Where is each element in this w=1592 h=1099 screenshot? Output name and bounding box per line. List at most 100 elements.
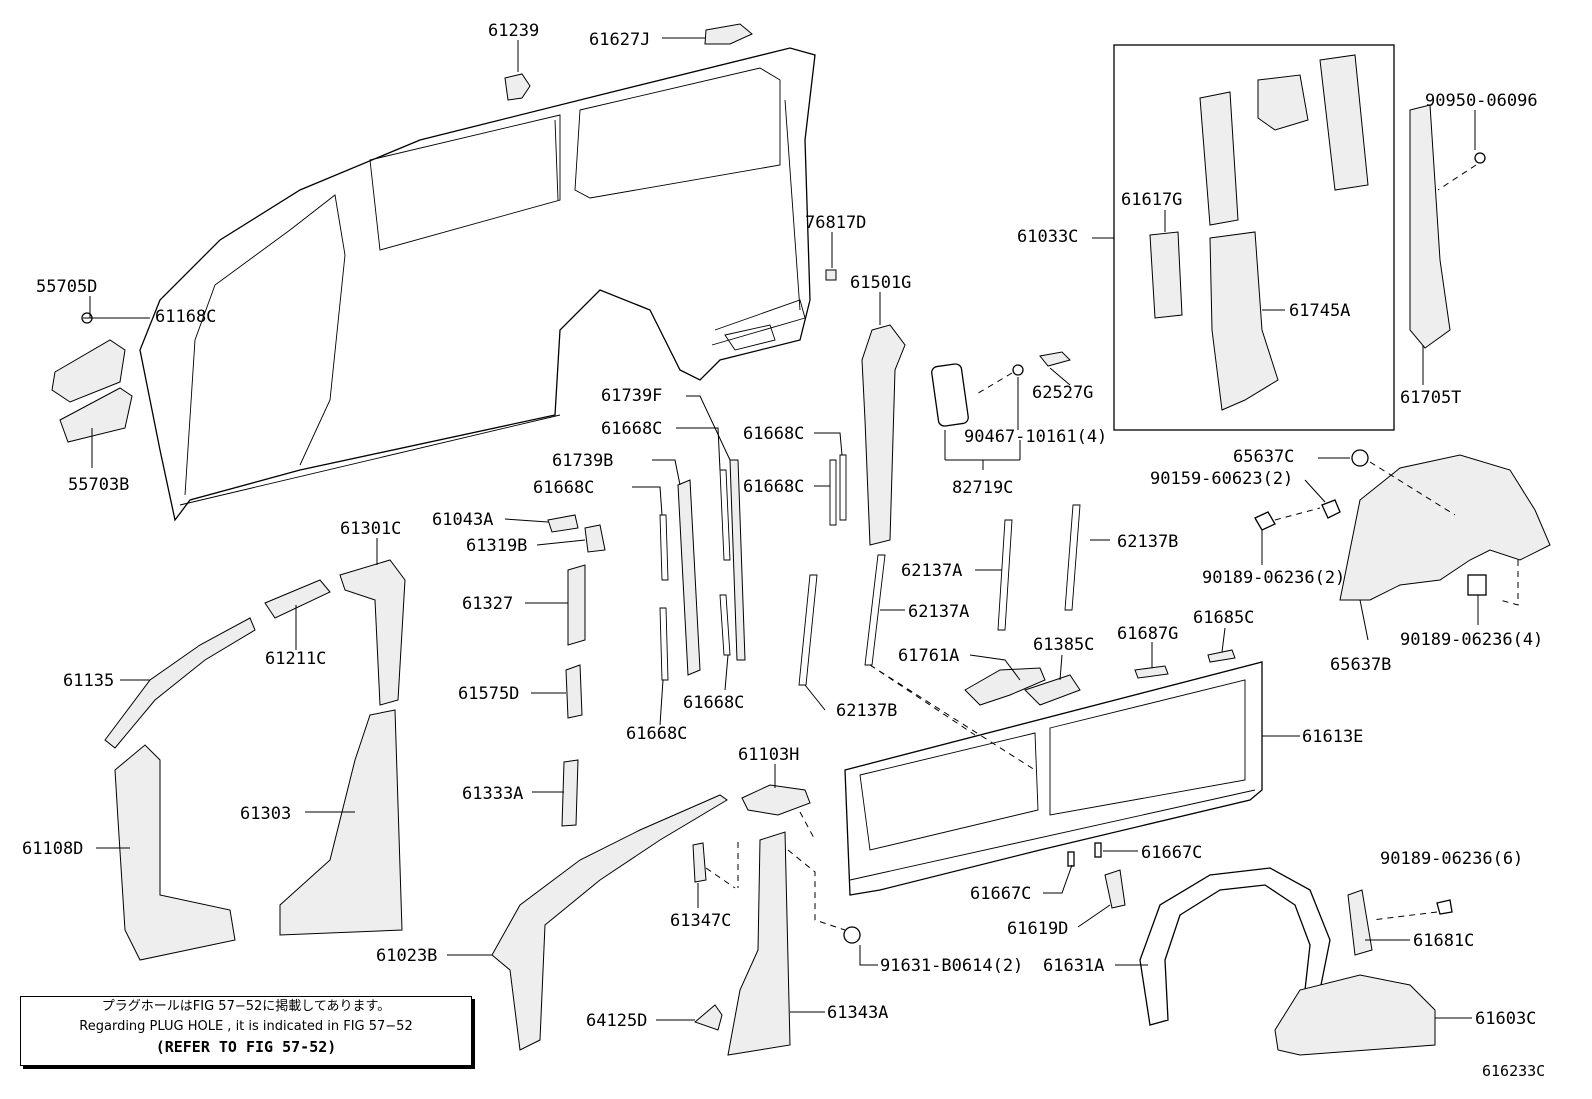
part-90467-shape [1012, 364, 1024, 376]
lead-90189a-dash [1274, 507, 1321, 521]
label-62137B-1: 62137B [1117, 532, 1178, 552]
label-61668C-4: 61668C [743, 477, 804, 497]
part-61301C-shape [339, 559, 406, 706]
label-61617G: 61617G [1121, 190, 1182, 210]
label-61668C-5: 61668C [683, 693, 744, 713]
part-55705D-shape [51, 339, 126, 403]
lead-90189c-dash [1371, 911, 1438, 921]
part-61685C-shape [1207, 649, 1236, 663]
part-61327-shape [567, 564, 586, 646]
part-61667C-2-shape [1067, 851, 1075, 867]
label-61033C: 61033C [1017, 227, 1078, 247]
label-91631: 91631-B0614(2) [880, 956, 1023, 976]
lead-65637C-dash [1369, 461, 1456, 516]
label-61327: 61327 [462, 594, 513, 614]
label-61023B: 61023B [376, 946, 437, 966]
label-61501G: 61501G [850, 273, 911, 293]
part-61103H-shape [741, 784, 811, 816]
label-61168C: 61168C [155, 307, 216, 327]
lead-91631-dash [787, 849, 846, 931]
part-61319B-shape [584, 524, 606, 553]
label-90950: 90950-06096 [1425, 91, 1538, 111]
part-62527G-shape [1039, 351, 1071, 367]
part-61668C-1-shape [719, 469, 731, 561]
part-61603C-shape [1274, 974, 1436, 1056]
label-61685C: 61685C [1193, 608, 1254, 628]
lead-61103H-dash [799, 811, 816, 841]
label-61043A: 61043A [432, 510, 493, 530]
label-61739B: 61739B [552, 451, 613, 471]
part-labels: 61239 61627J 55705D 61168C 55703B 76817D… [22, 21, 1543, 1031]
label-90189c: 90189-06236(6) [1380, 849, 1523, 869]
label-61705T: 61705T [1400, 388, 1461, 408]
part-61739B-shape [677, 479, 701, 676]
part-61043A-shape [547, 514, 579, 533]
label-61347C: 61347C [670, 911, 731, 931]
part-61668C-6-shape [659, 607, 669, 681]
part-61613E-shape [844, 661, 1263, 896]
label-61668C-6: 61668C [626, 724, 687, 744]
part-65637C-shape [1351, 449, 1369, 467]
part-90189b-shape [1467, 574, 1487, 596]
label-61687G: 61687G [1117, 624, 1178, 644]
part-61211C-shape [264, 579, 331, 619]
part-61668C-2-shape [659, 514, 669, 581]
part-82719C-shape [931, 363, 969, 427]
label-61211C: 61211C [265, 649, 326, 669]
figure-code: 616233C [1482, 1062, 1546, 1080]
part-61668C-5-shape [719, 594, 731, 656]
label-61667C-2: 61667C [970, 884, 1031, 904]
part-90159-shape [1321, 499, 1341, 519]
label-65637C: 65637C [1233, 447, 1294, 467]
lead-90950 [1437, 164, 1477, 191]
part-55703B-shape [59, 387, 133, 443]
label-82719C: 82719C [952, 478, 1013, 498]
leader-lines [83, 37, 1479, 1021]
part-62137B-2-shape [798, 574, 818, 686]
label-61575D: 61575D [458, 684, 519, 704]
part-62137B-1-shape [1064, 504, 1081, 611]
inset-part-b [1257, 74, 1309, 131]
part-61619D-shape [1104, 869, 1126, 909]
part-62137A-1-shape [997, 519, 1013, 631]
label-90189b: 90189-06236(4) [1400, 630, 1543, 650]
part-90189c-shape [1436, 899, 1453, 915]
part-61333A-shape [561, 759, 579, 827]
plug-hole-note: プラグホールはFIG 57−52に掲載してあります。 Regarding PLU… [20, 996, 472, 1066]
label-61333A: 61333A [462, 784, 523, 804]
label-61239: 61239 [488, 21, 539, 41]
label-61739F: 61739F [601, 386, 662, 406]
part-61668C-4-shape [829, 459, 837, 526]
label-65637B: 65637B [1330, 655, 1391, 675]
part-64125D-shape [694, 1004, 723, 1031]
part-61303-shape [279, 709, 403, 936]
label-61343A: 61343A [827, 1003, 888, 1023]
part-61108D-shape [114, 744, 236, 961]
label-61301C: 61301C [340, 519, 401, 539]
label-61303: 61303 [240, 804, 291, 824]
part-61343A-shape [727, 831, 791, 1056]
lead-90189b-dash [1499, 560, 1519, 606]
part-90950-shape [1474, 152, 1486, 164]
part-61739F-shape [729, 459, 746, 661]
note-reference: (REFER TO FIG 57-52) [155, 1038, 337, 1056]
part-61575D-shape [565, 664, 583, 719]
lead-82719C [944, 430, 1021, 470]
label-55703B: 55703B [68, 475, 129, 495]
inset-part-a [1199, 91, 1239, 226]
inset-part-c [1319, 54, 1369, 191]
label-61681C: 61681C [1413, 931, 1474, 951]
label-62137A-2: 62137A [908, 602, 969, 622]
label-61668C-1: 61668C [601, 419, 662, 439]
label-76817D: 76817D [805, 213, 866, 233]
part-61687G-shape [1134, 665, 1169, 679]
part-65637B-shape [1339, 454, 1551, 601]
label-62527G: 62527G [1032, 383, 1093, 403]
part-61239-shape [504, 73, 531, 101]
part-61501G-shape [861, 324, 906, 546]
label-61761A: 61761A [898, 646, 959, 666]
part-61667C-1-shape [1094, 842, 1102, 858]
part-76817D-shape [825, 269, 837, 281]
side-body-panel [139, 47, 816, 522]
